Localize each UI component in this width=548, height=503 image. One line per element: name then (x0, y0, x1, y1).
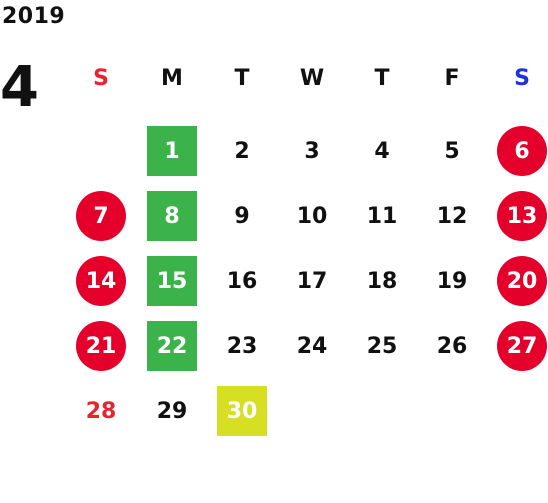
day-cell-8[interactable]: 8 (147, 191, 197, 241)
day-cell-29[interactable]: 29 (156, 398, 188, 424)
weekday-friday: F (444, 66, 460, 91)
day-cell-3[interactable]: 3 (304, 138, 320, 164)
day-cell-16[interactable]: 16 (226, 268, 258, 294)
day-cell-14[interactable]: 14 (76, 256, 126, 306)
day-cell-11[interactable]: 11 (366, 203, 398, 229)
weekday-tuesday: T (234, 66, 250, 91)
day-cell-2[interactable]: 2 (234, 138, 250, 164)
day-cell-4[interactable]: 4 (374, 138, 390, 164)
weekday-monday: M (161, 66, 183, 91)
weekday-saturday: S (514, 66, 530, 91)
day-cell-21[interactable]: 21 (76, 321, 126, 371)
day-cell-19[interactable]: 19 (436, 268, 468, 294)
day-cell-24[interactable]: 24 (296, 333, 328, 359)
day-cell-9[interactable]: 9 (234, 203, 250, 229)
day-cell-30[interactable]: 30 (217, 386, 267, 436)
day-cell-1[interactable]: 1 (147, 126, 197, 176)
weekday-wednesday: W (299, 66, 325, 91)
day-cell-26[interactable]: 26 (436, 333, 468, 359)
weekday-thursday: T (374, 66, 390, 91)
day-cell-28[interactable]: 28 (85, 398, 117, 424)
day-cell-25[interactable]: 25 (366, 333, 398, 359)
day-cell-15[interactable]: 15 (147, 256, 197, 306)
day-cell-7[interactable]: 7 (76, 191, 126, 241)
day-cell-22[interactable]: 22 (147, 321, 197, 371)
day-cell-13[interactable]: 13 (497, 191, 547, 241)
day-cell-18[interactable]: 18 (366, 268, 398, 294)
year-label: 2019 (2, 4, 66, 29)
day-cell-6[interactable]: 6 (497, 126, 547, 176)
day-cell-23[interactable]: 23 (226, 333, 258, 359)
day-cell-17[interactable]: 17 (296, 268, 328, 294)
day-cell-10[interactable]: 10 (296, 203, 328, 229)
month-number: 4 (0, 55, 39, 120)
day-cell-5[interactable]: 5 (444, 138, 460, 164)
day-cell-12[interactable]: 12 (436, 203, 468, 229)
day-cell-27[interactable]: 27 (497, 321, 547, 371)
weekday-sunday: S (93, 66, 109, 91)
day-cell-20[interactable]: 20 (497, 256, 547, 306)
